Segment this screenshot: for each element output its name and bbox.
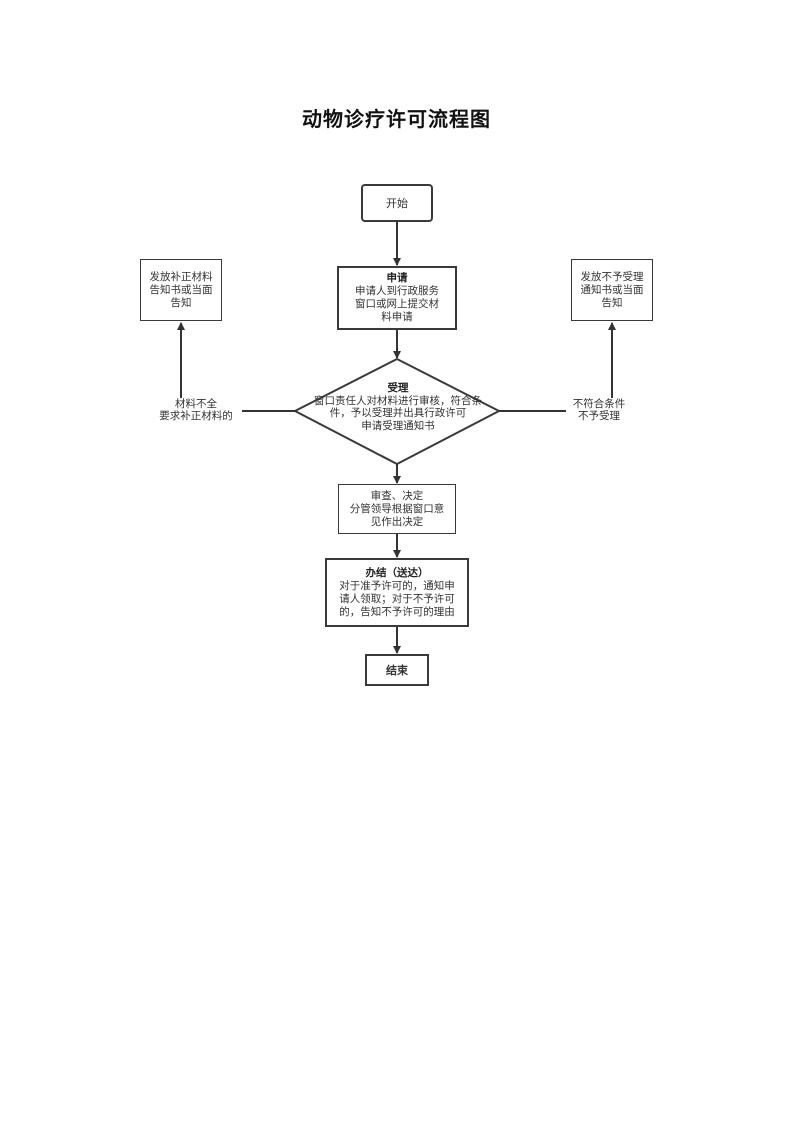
reject-line-3: 告知 [601, 296, 623, 309]
end-node: 结束 [365, 654, 429, 686]
supplement-node: 发放补正材料 告知书或当面 告知 [140, 259, 222, 321]
apply-line-3: 料申请 [381, 311, 413, 323]
accept-heading: 受理 [387, 382, 409, 394]
complete-node: 办结（送达） 对于准予许可的，通知申 请人领取；对于不予许可 的，告知不予许可的… [325, 558, 469, 627]
right-edge-line-2: 不予受理 [578, 410, 620, 422]
supplement-line-3: 告知 [170, 296, 192, 309]
complete-line-2: 请人领取；对于不予许可 [339, 592, 455, 605]
supplement-line-1: 发放补正材料 [149, 270, 213, 283]
left-edge-line-2: 要求补正材料的 [159, 410, 233, 422]
right-edge-label: 不符合条件 不予受理 [566, 398, 632, 422]
apply-line-2: 窗口或网上提交材 [355, 298, 439, 310]
start-node: 开始 [361, 184, 433, 222]
start-label: 开始 [386, 196, 408, 210]
apply-line-1: 申请人到行政服务 [355, 285, 439, 297]
apply-node: 申请 申请人到行政服务 窗口或网上提交材 料申请 [337, 266, 457, 330]
complete-heading: 办结（送达） [365, 566, 429, 579]
accept-line-1: 窗口责任人对材料进行审核，符合条 [314, 394, 482, 407]
supplement-line-2: 告知书或当面 [149, 283, 213, 296]
end-label: 结束 [386, 663, 408, 677]
left-edge-label: 材料不全 要求补正材料的 [150, 398, 242, 422]
complete-line-1: 对于准予许可的，通知申 [339, 579, 455, 592]
left-edge-line-1: 材料不全 [175, 398, 217, 410]
apply-heading: 申请 [386, 272, 408, 284]
accept-text: 受理 窗口责任人对材料进行审核，符合条 件，予以受理并出具行政许可 申请受理通知… [296, 382, 500, 432]
complete-line-3: 的，告知不予许可的理由 [339, 605, 455, 618]
review-line-2: 分管领导根据窗口意 [349, 502, 445, 515]
reject-line-1: 发放不予受理 [580, 270, 644, 283]
right-edge-line-1: 不符合条件 [572, 398, 626, 410]
accept-line-2: 件，予以受理并出具行政许可 [329, 407, 467, 419]
page-title: 动物诊疗许可流程图 [302, 107, 491, 131]
accept-line-3: 申请受理通知书 [361, 419, 435, 432]
review-node: 审查、决定 分管领导根据窗口意 见作出决定 [338, 484, 456, 534]
review-line-3: 见作出决定 [370, 515, 424, 528]
review-line-1: 审查、决定 [370, 489, 424, 502]
reject-node: 发放不予受理 通知书或当面 告知 [571, 259, 653, 321]
reject-line-2: 通知书或当面 [580, 283, 644, 296]
